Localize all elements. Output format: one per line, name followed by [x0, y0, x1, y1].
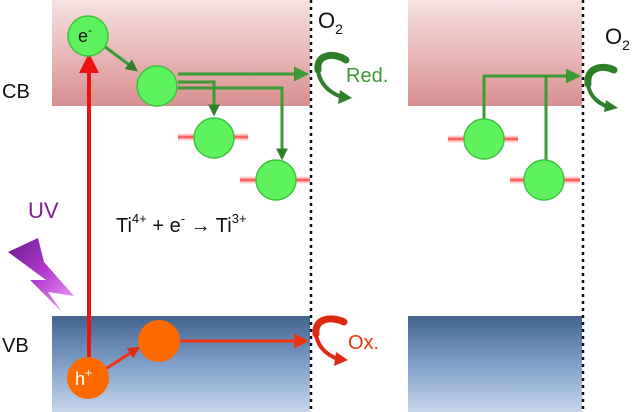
valence-band-right — [408, 316, 582, 412]
reduction-label: Red. — [346, 65, 388, 87]
oxidation-curve-top — [312, 315, 348, 338]
excited-electron — [67, 15, 109, 57]
hole — [67, 357, 109, 399]
relaxed-hole — [138, 320, 180, 362]
trapped-electron-2 — [255, 159, 297, 201]
electron-label: e- — [78, 23, 92, 46]
right-trapped-electron-2 — [523, 159, 565, 201]
reduction-arrowhead — [338, 90, 352, 104]
right-reduction-arrowhead — [604, 100, 618, 112]
right-reduction-curve-top — [584, 63, 618, 88]
oxygen-label-left: O2 — [318, 8, 343, 37]
hole-label: h+ — [75, 366, 92, 389]
cb-label: CB — [2, 81, 30, 103]
vb-label: VB — [2, 335, 29, 357]
reaction-equation: Ti4+ + e- → Ti3+ — [116, 211, 247, 237]
electron-relax-arrow — [103, 44, 138, 72]
lightning-bolt-icon — [8, 238, 74, 312]
relaxed-electron — [136, 65, 178, 107]
oxidation-label: Ox. — [348, 332, 379, 354]
electron-trap-arrow-1 — [178, 80, 220, 117]
oxygen-label-right: O2 — [605, 24, 630, 53]
uv-label: UV — [28, 198, 59, 223]
oxidation-arrowhead — [334, 352, 348, 366]
conduction-band-right — [408, 0, 582, 106]
electron-trap-arrow-2 — [178, 86, 288, 161]
reduction-curve-top — [314, 51, 350, 74]
right-trapped-electron-1 — [463, 118, 505, 160]
hole-relax-arrow — [103, 346, 141, 372]
trapped-electron-1 — [193, 117, 235, 159]
